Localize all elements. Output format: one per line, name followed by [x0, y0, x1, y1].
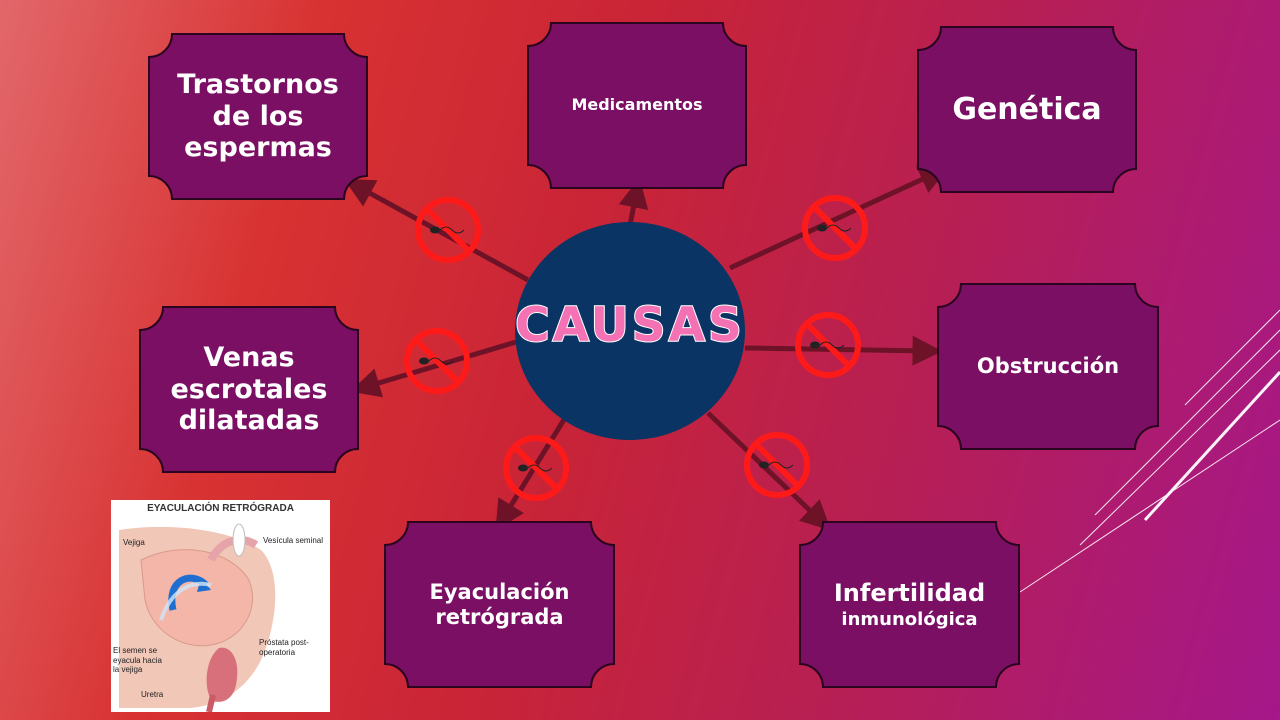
cause-label: Obstrucción: [976, 354, 1120, 379]
label-prostata: Próstata post-operatoria: [259, 638, 309, 657]
no-sperm-icon: [404, 328, 470, 394]
cause-label: Eyaculación retrógrada: [429, 579, 570, 629]
label-uretra: Uretra: [141, 690, 164, 699]
no-sperm-icon: [744, 432, 810, 498]
label-vejiga: Vejiga: [123, 538, 145, 547]
cause-label: Medicamentos: [571, 95, 703, 115]
cause-box-eyaculacion: Eyaculación retrógrada: [384, 521, 615, 688]
cause-box-trastornos: Trastornos de los espermas: [148, 33, 368, 200]
anatomy-drawing: [119, 523, 276, 712]
arrow-genetica: [728, 165, 950, 271]
center-title: CAUSAS: [514, 297, 745, 354]
center-circle: [515, 222, 745, 440]
cause-label: Trastornos de los espermas: [177, 68, 339, 164]
arrow-medicamentos: [618, 177, 649, 226]
cause-label: Venas escrotales dilatadas: [170, 341, 328, 437]
label-vesicula: Vesícula seminal: [263, 536, 324, 545]
cause-box-venas: Venas escrotales dilatadas: [139, 306, 359, 473]
cause-label: Genética: [952, 91, 1102, 127]
no-sperm-icon: [795, 312, 861, 378]
inset-title: EYACULACIÓN RETRÓGRADA: [147, 503, 294, 514]
retrograde-ejaculation-illustration: EYACULACIÓN RETRÓGRADA Vejiga Vesícula s…: [111, 500, 330, 712]
no-sperm-icon: [802, 195, 868, 261]
no-sperm-icon: [503, 435, 569, 501]
cause-label: Infertilidad: [833, 578, 986, 607]
no-sperm-icon: [415, 197, 481, 263]
cause-box-obstruccion: Obstrucción: [937, 283, 1159, 450]
cause-sublabel: inmunológica: [841, 609, 978, 631]
label-semen: El semen se eyacula hacia la vejiga: [113, 646, 162, 675]
cause-box-medicamentos: Medicamentos: [527, 22, 747, 189]
arrow-obstruccion: [744, 335, 943, 366]
cause-box-infertilidad: Infertilidad inmunológica: [799, 521, 1020, 688]
arrow-trastornos: [344, 178, 530, 283]
cause-box-genetica: Genética: [917, 26, 1137, 193]
